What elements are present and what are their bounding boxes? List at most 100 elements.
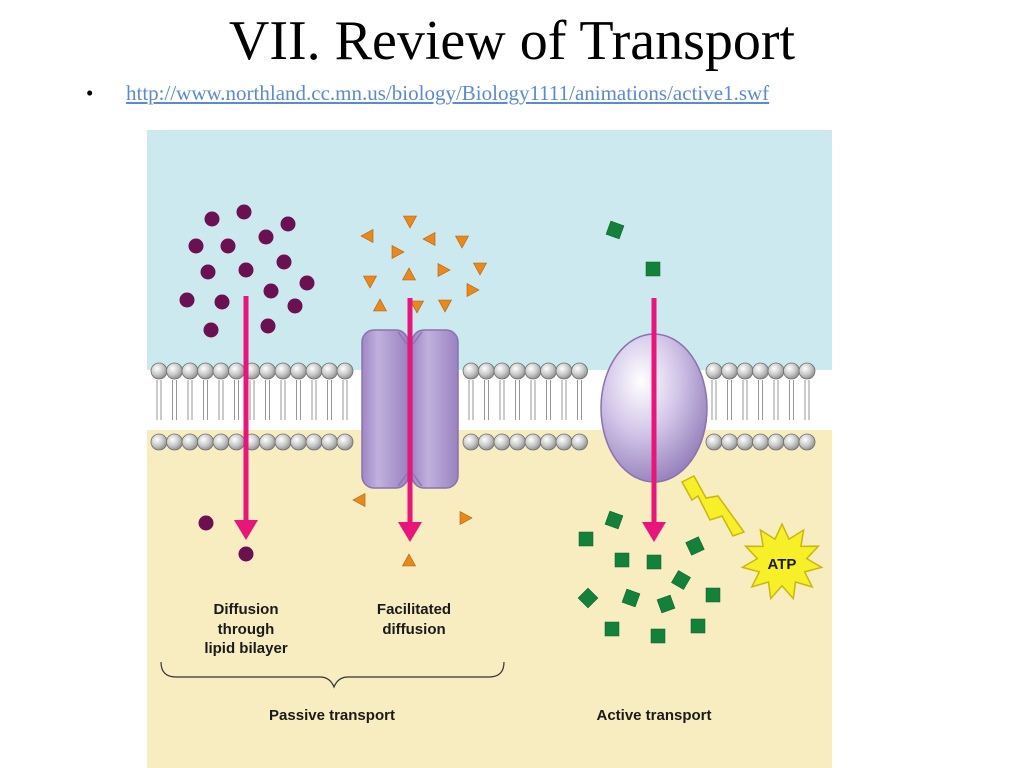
facilitated-solute <box>362 275 378 289</box>
facilitated-solute <box>454 235 470 249</box>
phospholipid-head <box>259 433 276 451</box>
atp-label: ATP <box>768 556 797 573</box>
phospholipid-head <box>290 362 307 380</box>
transport-arrow-head <box>398 522 422 542</box>
facilitated-solute <box>352 492 366 508</box>
phospholipid-head <box>783 433 800 451</box>
phospholipid-head <box>555 362 573 380</box>
phospholipid-head <box>524 362 542 380</box>
phospholipid-head <box>721 433 738 451</box>
facilitated-solute <box>472 262 488 276</box>
phospholipid-head <box>783 362 800 380</box>
facilitated-solute <box>422 231 436 247</box>
phospholipid-head <box>336 433 354 451</box>
active-transport-label: Active transport <box>596 707 711 724</box>
animation-link[interactable]: http://www.northland.cc.mn.us/biology/Bi… <box>126 81 770 105</box>
transport-arrows <box>234 296 666 542</box>
particles <box>179 204 721 644</box>
phospholipid-head <box>705 362 723 380</box>
facilitated-solute <box>437 299 453 313</box>
facilitated-solute <box>401 267 417 281</box>
phospholipid-head <box>166 362 183 380</box>
phospholipid-head <box>197 433 214 451</box>
phospholipid-head <box>321 362 338 380</box>
active-solute <box>671 570 691 590</box>
phospholipid-head <box>166 433 183 451</box>
active-solute <box>605 220 625 240</box>
lipid-soluble-molecule <box>260 318 276 334</box>
active-solute <box>577 587 599 609</box>
phospholipid-head <box>524 433 542 451</box>
phospholipid-head <box>212 433 230 451</box>
phospholipid-head <box>478 362 495 380</box>
phospholipid-head <box>150 433 168 451</box>
lipid-soluble-molecule <box>203 322 219 338</box>
phospholipid-head <box>274 362 292 380</box>
lipid-soluble-molecule <box>204 211 220 227</box>
facilitated-label-line2: diffusion <box>382 621 445 638</box>
lipid-soluble-molecule <box>179 292 195 308</box>
phospholipid-head <box>736 433 754 451</box>
phospholipid-head <box>478 433 495 451</box>
phospholipid-head <box>290 433 307 451</box>
phospholipid-head <box>228 362 245 380</box>
phospholipid-head <box>336 362 354 380</box>
cytoplasm-region <box>147 430 832 768</box>
energy-bolt <box>680 475 746 537</box>
active-solute <box>690 618 706 634</box>
phospholipid-head <box>736 362 754 380</box>
phospholipid-head <box>305 362 323 380</box>
lipid-soluble-molecule <box>236 204 252 220</box>
lipid-soluble-molecule <box>220 238 236 254</box>
lipid-soluble-molecule <box>263 283 279 299</box>
passive-transport-label: Passive transport <box>269 707 395 724</box>
lipid-soluble-molecule <box>200 264 216 280</box>
facilitated-solute <box>437 262 451 278</box>
facilitated-solute <box>466 282 480 298</box>
phospholipid-head <box>555 433 573 451</box>
lipid-soluble-molecule <box>198 515 214 531</box>
phospholipid-head <box>321 433 338 451</box>
phospholipid-head <box>274 433 292 451</box>
facilitated-solute <box>391 244 405 260</box>
active-solute <box>705 587 721 603</box>
phospholipid-head <box>259 362 276 380</box>
phospholipid-head <box>540 433 557 451</box>
active-solute <box>604 621 620 637</box>
phospholipid-head <box>798 433 816 451</box>
lipid-soluble-molecule <box>238 262 254 278</box>
lipid-soluble-molecule <box>188 238 204 254</box>
facilitated-solute <box>459 510 473 526</box>
facilitated-solute <box>409 300 425 314</box>
membrane-core <box>147 370 832 430</box>
active-solute <box>656 594 676 614</box>
passive-bracket <box>160 661 505 689</box>
facilitated-solute <box>360 228 374 244</box>
phospholipid-head <box>462 433 480 451</box>
phospholipid-head <box>509 362 526 380</box>
active-solute <box>685 536 705 556</box>
transport-arrow-head <box>234 520 258 540</box>
phospholipid-head <box>150 362 168 380</box>
active-solute <box>578 531 594 547</box>
lipid-soluble-molecule <box>276 254 292 270</box>
phospholipid-head <box>752 433 769 451</box>
active-solute <box>621 588 641 608</box>
phospholipid-head <box>798 362 816 380</box>
phospholipid-head <box>181 433 199 451</box>
atp-burst <box>740 522 824 601</box>
active-solute <box>646 554 662 570</box>
bullet-dot: • <box>86 81 94 105</box>
phospholipid-head <box>493 433 511 451</box>
phospholipid-head <box>509 433 526 451</box>
slide-title: VII. Review of Transport <box>228 10 796 72</box>
lipid-soluble-molecule <box>238 546 254 562</box>
phospholipid-head <box>767 433 785 451</box>
active-solute <box>604 510 624 530</box>
active-solute <box>614 552 630 568</box>
diffusion-label-line1: Diffusion <box>214 601 279 618</box>
extracellular-region <box>147 130 832 370</box>
diffusion-label-line2: through <box>218 621 275 638</box>
phospholipid-head <box>571 433 588 451</box>
